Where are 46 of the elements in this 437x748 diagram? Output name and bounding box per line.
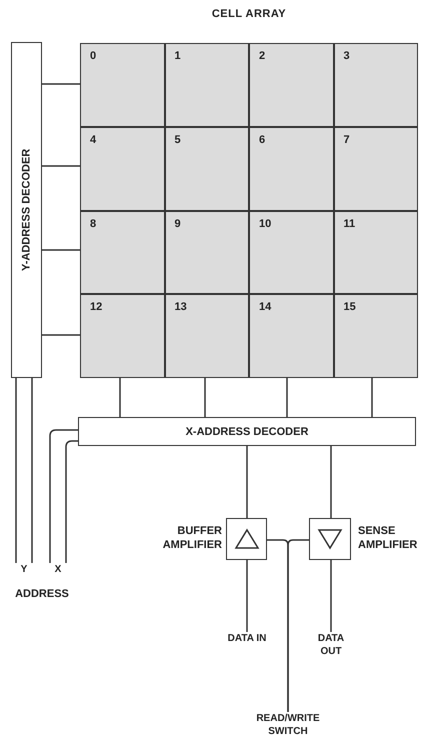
memory-cell: 2 <box>249 43 334 127</box>
memory-cell: 11 <box>334 210 418 294</box>
connector-line <box>65 440 78 563</box>
connector-line <box>119 378 121 417</box>
connector-line <box>246 446 248 518</box>
component-label: BUFFER AMPLIFIER <box>162 524 222 552</box>
memory-cell: 3 <box>334 43 418 127</box>
connector-line <box>31 378 33 563</box>
connector-line <box>330 446 332 518</box>
memory-cell: 1 <box>164 43 249 127</box>
connector-line <box>15 378 17 563</box>
memory-cell: 4 <box>80 126 164 210</box>
signal-label: DATA OUT <box>311 632 351 662</box>
memory-cell: 14 <box>249 294 334 378</box>
signal-label: X <box>44 563 72 577</box>
memory-cell: 10 <box>249 210 334 294</box>
connector-line <box>287 539 309 712</box>
memory-cell: 6 <box>249 126 334 210</box>
amplifier-box <box>309 518 351 560</box>
memory-cell: 15 <box>334 294 418 378</box>
connector-line <box>330 560 332 632</box>
component-label: SENSE AMPLIFIER <box>358 524 418 552</box>
memory-cell: 8 <box>80 210 164 294</box>
amplifier-box <box>226 518 267 560</box>
connector-line <box>42 165 80 167</box>
signal-label: DATA IN <box>227 632 267 662</box>
signal-label: Y <box>12 563 36 577</box>
array-title: CELL ARRAY <box>210 8 288 20</box>
memory-cell: 7 <box>334 126 418 210</box>
memory-cell: 13 <box>164 294 249 378</box>
decoder-box: Y-ADDRESS DECODER <box>11 42 42 378</box>
memory-cell: 5 <box>164 126 249 210</box>
signal-label: READ/WRITE SWITCH <box>244 712 332 744</box>
connector-line <box>49 429 78 563</box>
connector-line <box>42 83 80 85</box>
connector-line <box>42 249 80 251</box>
memory-cell: 0 <box>80 43 164 127</box>
connector-line <box>42 334 80 336</box>
decoder-box: X-ADDRESS DECODER <box>78 417 416 446</box>
connector-line <box>246 560 248 632</box>
connector-line <box>286 378 288 417</box>
memory-cell: 12 <box>80 294 164 378</box>
memory-cell: 9 <box>164 210 249 294</box>
group-label: ADDRESS <box>14 588 70 600</box>
connector-line <box>204 378 206 417</box>
connector-line <box>371 378 373 417</box>
